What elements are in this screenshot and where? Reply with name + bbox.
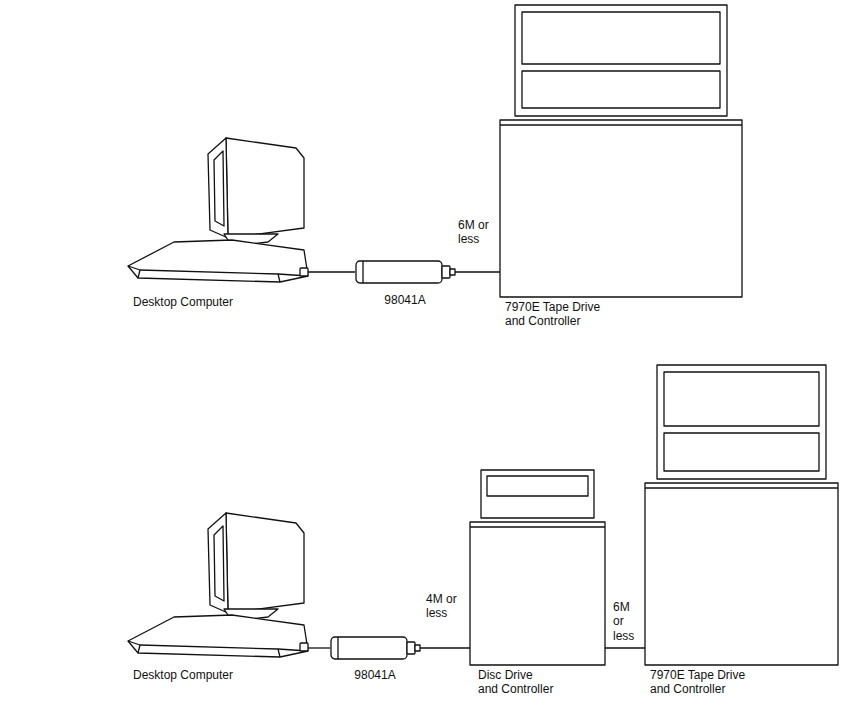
desktop-computer: Desktop Computer	[128, 505, 308, 660]
computer-drawing	[128, 505, 308, 660]
tape-drive: 7970E Tape Drive and Controller	[645, 365, 838, 665]
computer-drawing	[128, 130, 308, 285]
disc-drawing	[470, 470, 605, 665]
tape-drawing	[500, 5, 742, 297]
desktop-computer: Desktop Computer	[128, 130, 308, 285]
cable-line	[605, 648, 645, 649]
device-label: Desktop Computer	[133, 295, 233, 309]
cable-line	[308, 272, 355, 273]
device-label: 7970E Tape Drive and Controller	[505, 300, 615, 329]
device-label: Disc Drive and Controller	[478, 668, 555, 697]
iface-drawing	[355, 259, 455, 285]
device-label: 98041A	[355, 293, 455, 307]
cable-line	[455, 272, 500, 273]
cable-line	[420, 648, 470, 649]
interface-box: 98041A	[355, 259, 455, 285]
disc-drive: Disc Drive and Controller	[470, 470, 605, 665]
iface-drawing	[330, 635, 420, 661]
tape-drawing	[645, 365, 838, 665]
cable-length-label: 6M or less	[612, 600, 642, 643]
device-label: 7970E Tape Drive and Controller	[650, 668, 760, 697]
cable-length-label: 6M or less	[457, 218, 499, 247]
device-label: 98041A	[330, 668, 420, 682]
cable-length-label: 4M or less	[425, 592, 467, 621]
cable-line	[308, 648, 330, 649]
tape-drive: 7970E Tape Drive and Controller	[500, 5, 742, 297]
device-label: Desktop Computer	[133, 668, 233, 682]
interface-box: 98041A	[330, 635, 420, 661]
